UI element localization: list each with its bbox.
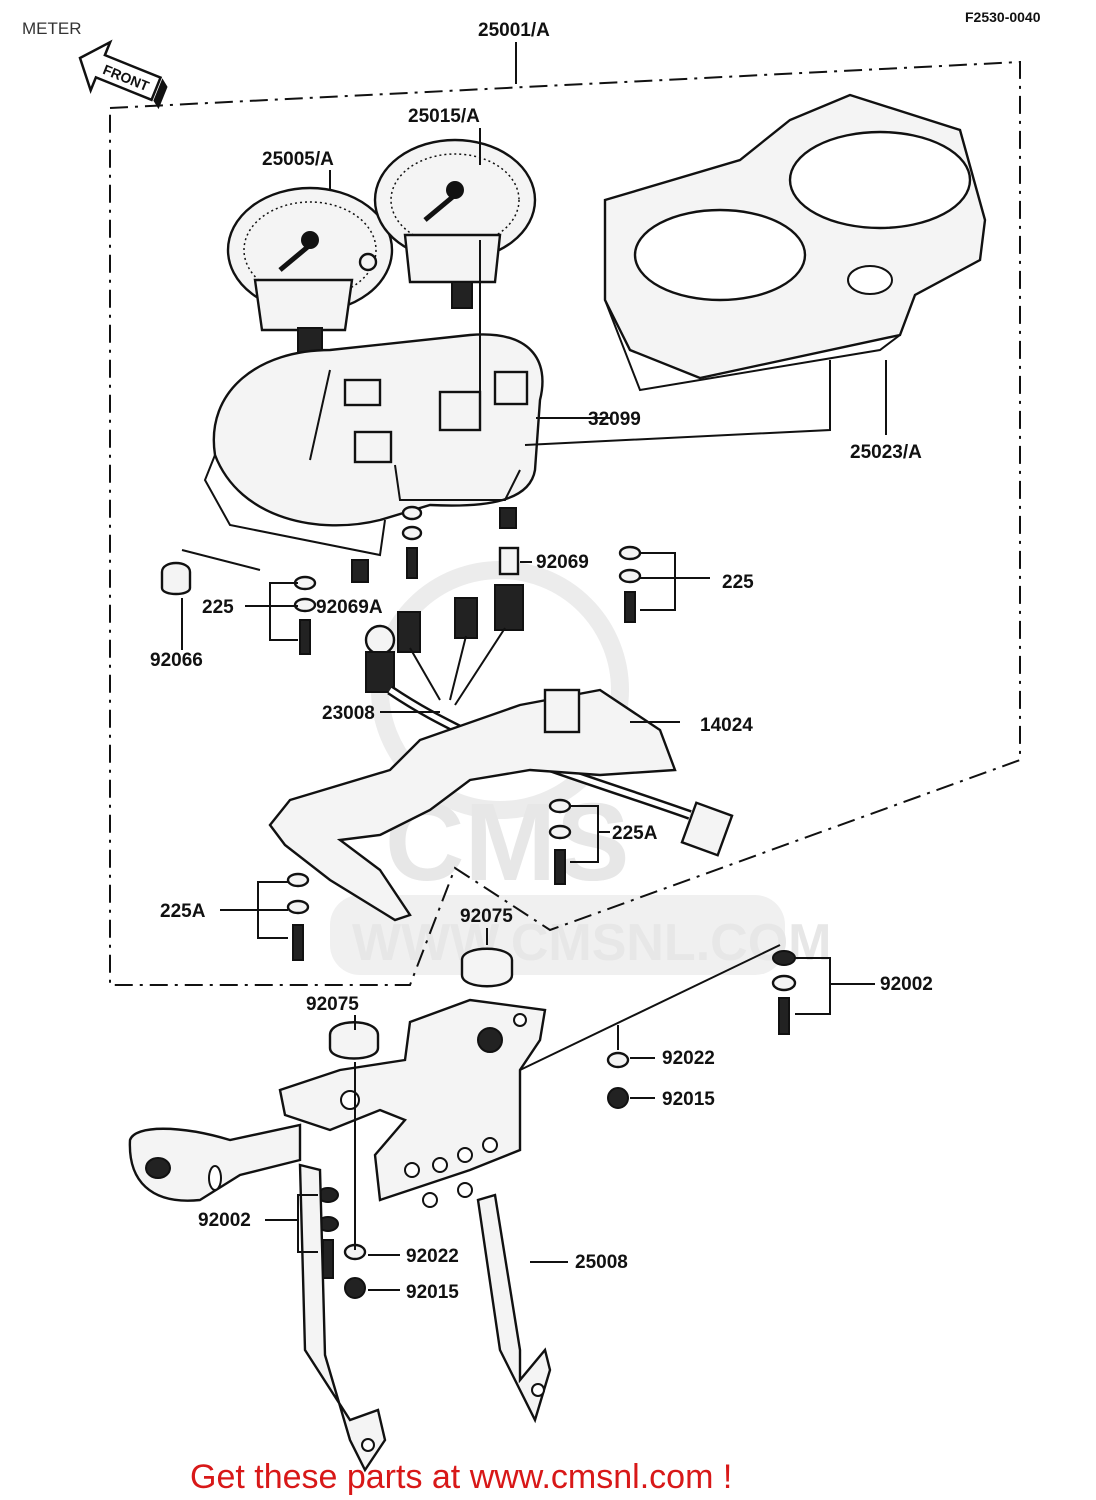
assembly-boundary — [109, 60, 1021, 986]
part-label: 92022 — [662, 1048, 715, 1069]
front-arrow: FRONT — [78, 39, 168, 110]
part-label: 25005/A — [262, 149, 334, 170]
part-label: 225 — [202, 597, 234, 618]
part-label: 225A — [160, 901, 206, 922]
part-label: 92022 — [406, 1246, 459, 1267]
part-label: 92075 — [306, 994, 359, 1015]
wiring-harness — [364, 546, 734, 857]
leader-lines — [181, 128, 887, 1291]
meter-base — [268, 688, 677, 922]
part-label: 92002 — [880, 974, 933, 995]
part-labels: 25001/A 25015/A 25005/A 32099 25023/A 92… — [150, 20, 933, 1303]
part-label: 25015/A — [408, 106, 480, 127]
footer-link[interactable]: Get these parts at www.cmsnl.com ! — [190, 1458, 732, 1496]
watermark-logo: CMS WWW.CMSNL.COM — [330, 561, 831, 975]
part-label: 92002 — [198, 1210, 251, 1231]
diagram-title: METER — [22, 19, 82, 38]
part-label: 92069 — [536, 552, 589, 573]
part-label: 92075 — [460, 906, 513, 927]
drawing-code: F2530-0040 — [965, 9, 1041, 25]
part-label: 225A — [612, 823, 658, 844]
tachometer — [226, 186, 394, 359]
part-label: 225 — [722, 572, 754, 593]
meter-case — [203, 333, 544, 583]
part-label: 25001/A — [478, 20, 550, 41]
part-label: 92015 — [662, 1089, 715, 1110]
meter-bracket — [128, 944, 781, 1473]
part-label: 23008 — [322, 703, 375, 724]
watermark-url: WWW.CMSNL.COM — [352, 914, 831, 972]
meter-cover — [603, 93, 987, 392]
part-label: 25023/A — [850, 442, 922, 463]
part-label: 32099 — [588, 409, 641, 430]
speedometer — [373, 138, 537, 309]
part-label: 14024 — [700, 715, 753, 736]
part-label: 92069A — [316, 597, 383, 618]
part-label: 92066 — [150, 650, 203, 671]
part-label: 25008 — [575, 1252, 628, 1273]
part-label: 92015 — [406, 1282, 459, 1303]
